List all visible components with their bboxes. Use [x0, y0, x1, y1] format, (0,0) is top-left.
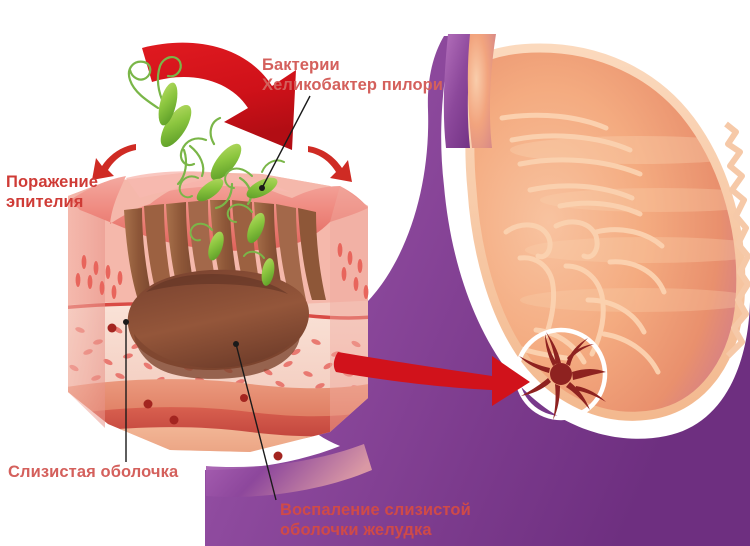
label-epithelium-damage: Поражение эпителия: [6, 172, 98, 212]
serosa-scallops: [724, 121, 750, 359]
leader-line-crater: [235, 343, 277, 501]
block-left-face: [68, 182, 105, 428]
label-inflammation-line1: Воспаление слизистой: [280, 501, 471, 519]
crater-shadow: [146, 274, 288, 294]
esophagus-lumen: [467, 34, 496, 148]
stomach-inner-rim: [465, 43, 746, 421]
small-arrow-right: [308, 146, 352, 182]
leader-line-dots: [123, 185, 265, 347]
ulcer-lesion: [519, 332, 606, 420]
leader-lines: [125, 95, 311, 501]
block-right-face: [330, 186, 368, 432]
gastric-tissue-block: [68, 171, 369, 452]
label-mucosa-line1: Слизистая оболочка: [8, 463, 179, 481]
esophagus: [443, 34, 472, 148]
ulcer-pointer-arrow: [333, 352, 530, 406]
bacterium: [178, 175, 224, 202]
label-gastric-inflammation: Воспаление слизистой оболочки желудка: [280, 500, 471, 540]
label-bacteria-line2: Хеликобактер пилори: [262, 76, 444, 95]
gastric-glands: [75, 243, 369, 299]
erosion-crater: [127, 269, 309, 370]
bacterium: [127, 56, 205, 186]
label-inflammation-line2: оболочки желудка: [280, 521, 432, 540]
bacterium: [226, 203, 265, 244]
leader-line-bacteria: [261, 95, 311, 189]
small-arrow-left: [92, 144, 136, 180]
bacterium: [243, 250, 275, 286]
lining-sheen: [510, 136, 741, 312]
lesion-dots: [107, 323, 283, 461]
label-epithelium-line2: эпителия: [6, 193, 84, 212]
bacterium: [158, 82, 178, 126]
label-epithelium-line1: Поражение: [6, 173, 99, 191]
crater-base: [134, 334, 300, 379]
label-bacteria-line1: Бактерии: [262, 56, 340, 74]
bacterium: [189, 222, 224, 261]
label-mucous-membrane: Слизистая оболочка: [8, 462, 178, 482]
muscularis-layer-2: [68, 407, 368, 439]
pylorus-duodenum: [206, 444, 372, 497]
